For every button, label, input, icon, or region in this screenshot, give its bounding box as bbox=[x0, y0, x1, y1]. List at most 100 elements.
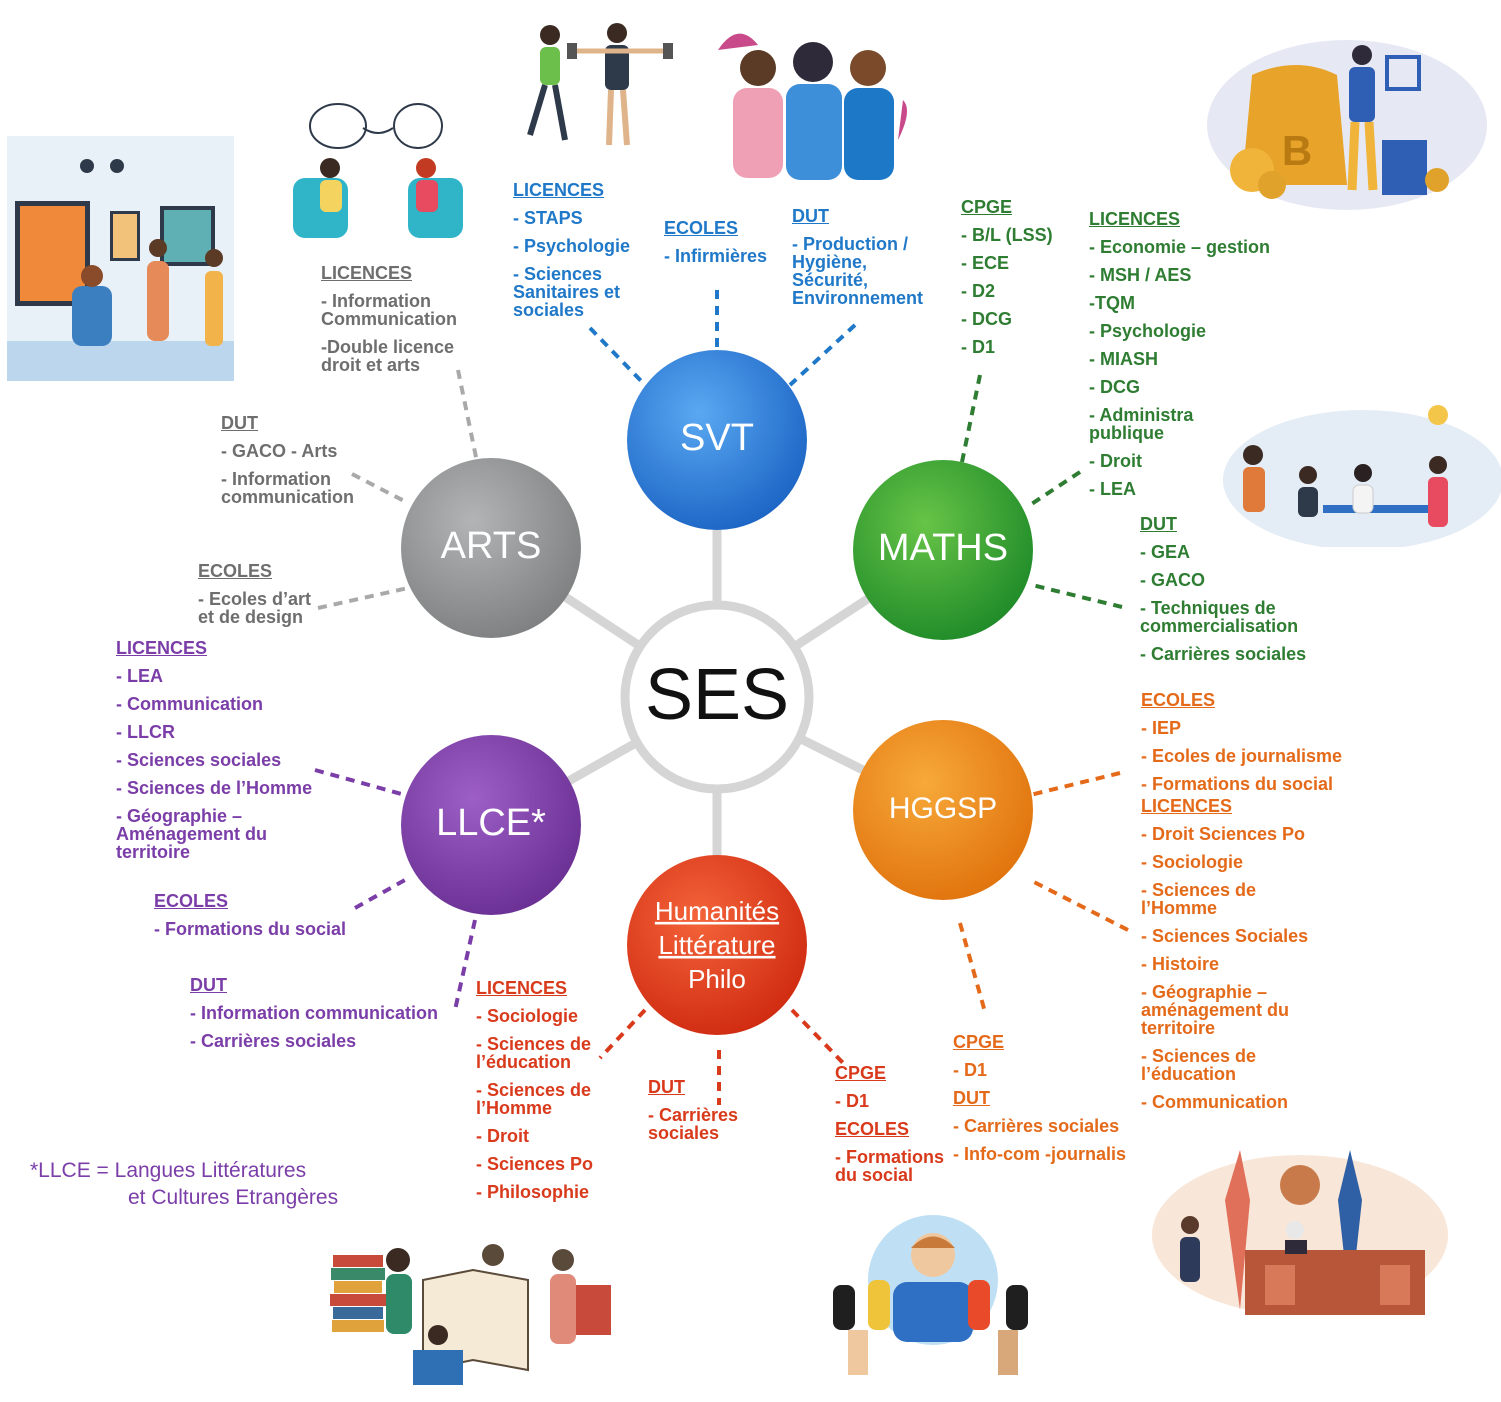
humanites-cpge-title[interactable]: CPGE bbox=[835, 1063, 887, 1083]
maths-licences-item: - Droit bbox=[1089, 451, 1142, 471]
llce-dut-title[interactable]: DUT bbox=[190, 975, 227, 995]
svt-ecoles-title[interactable]: ECOLES bbox=[664, 218, 739, 238]
llce-ecoles-title[interactable]: ECOLES bbox=[154, 891, 229, 911]
llce-ecoles-block: ECOLES - Formations du social bbox=[154, 892, 364, 948]
svt-licences-item: - STAPS bbox=[513, 208, 583, 228]
arts-licences-item: -Double licence droit et arts bbox=[321, 337, 455, 375]
arts-licences-title[interactable]: LICENCES bbox=[321, 263, 413, 283]
hggsp-ecoles-item: - Formations du social bbox=[1141, 774, 1334, 794]
hggsp-ecoles-title[interactable]: ECOLES bbox=[1141, 690, 1216, 710]
humanites-node[interactable] bbox=[627, 855, 807, 1035]
llce-node[interactable] bbox=[401, 735, 581, 915]
hggsp-licences-title[interactable]: LICENCES bbox=[1141, 796, 1233, 816]
humanites-cpge-item: - D1 bbox=[835, 1091, 870, 1111]
hggsp-dut-title[interactable]: DUT bbox=[953, 1088, 990, 1108]
arts-dut-block: DUT - GACO - Arts - Information communic… bbox=[221, 414, 366, 516]
maths-cpge-item: - B/L (LSS) bbox=[961, 225, 1053, 245]
humanites-licences-title[interactable]: LICENCES bbox=[476, 978, 568, 998]
maths-licences-block: LICENCES - Economie – gestion - MSH / AE… bbox=[1089, 210, 1289, 508]
maths-dut-item: - Carrières sociales bbox=[1140, 644, 1307, 664]
finance-illustration: B bbox=[1207, 40, 1487, 210]
maths-licences-item: - LEA bbox=[1089, 479, 1136, 499]
hggsp-ecoles-item: - Ecoles de journalisme bbox=[1141, 746, 1343, 766]
hggsp-node[interactable] bbox=[853, 720, 1033, 900]
arts-dut-item: - GACO - Arts bbox=[221, 441, 338, 461]
llce-licences-item: - Communication bbox=[116, 694, 263, 714]
humanites-label-line2: Littérature bbox=[658, 930, 775, 960]
svt-licences-item: - Psychologie bbox=[513, 236, 631, 256]
maths-cpge-item: - DCG bbox=[961, 309, 1012, 329]
sport-illustration bbox=[527, 23, 673, 146]
humanites-licences-item: - Sciences Po bbox=[476, 1154, 594, 1174]
maths-licences-item: - Economie – gestion bbox=[1089, 237, 1271, 257]
footnote-line1: *LLCE = Langues Littératures bbox=[30, 1159, 307, 1182]
maths-cpge-item: - ECE bbox=[961, 253, 1010, 273]
svt-label: SVT bbox=[680, 417, 754, 459]
hggsp-licences-item: - Histoire bbox=[1141, 954, 1220, 974]
maths-cpge-title[interactable]: CPGE bbox=[961, 197, 1013, 217]
maths-licences-item: - Psychologie bbox=[1089, 321, 1207, 341]
maths-licences-item: - MIASH bbox=[1089, 349, 1158, 369]
humanites-dut-title[interactable]: DUT bbox=[648, 1077, 685, 1097]
svg-text:B: B bbox=[1282, 127, 1312, 174]
humanites-licences-block: LICENCES - Sociologie - Sciences de l’éd… bbox=[476, 979, 606, 1211]
maths-dut-block: DUT - GEA - GACO - Techniques de commerc… bbox=[1140, 515, 1320, 673]
maths-dut-item: - GEA bbox=[1140, 542, 1191, 562]
footnote-line2: et Cultures Etrangères bbox=[128, 1186, 339, 1209]
humanites-dut-block: DUT - Carrières sociales bbox=[648, 1078, 748, 1152]
hggsp-label: HGGSP bbox=[889, 792, 997, 825]
llce-footnote: *LLCE = Langues Littératures et Cultures… bbox=[30, 1157, 338, 1211]
hggsp-connectors bbox=[958, 771, 1129, 1013]
svt-dut-item: - Production / Hygiène, Sécurité, Enviro… bbox=[792, 234, 924, 308]
arts-ecoles-title[interactable]: ECOLES bbox=[198, 561, 273, 581]
svt-node[interactable] bbox=[627, 350, 807, 530]
svt-dut-title[interactable]: DUT bbox=[792, 206, 829, 226]
humanites-ecoles-title[interactable]: ECOLES bbox=[835, 1119, 910, 1139]
hggsp-dut-item: - Info-com -journalis bbox=[953, 1144, 1126, 1164]
maths-licences-title[interactable]: LICENCES bbox=[1089, 209, 1181, 229]
maths-licences-item: - Administra publique bbox=[1089, 405, 1194, 443]
maths-licences-item: - DCG bbox=[1089, 377, 1140, 397]
maths-licences-item: - MSH / AES bbox=[1089, 265, 1192, 285]
llce-licences-item: - Géographie – Aménagement du territoire bbox=[116, 806, 268, 862]
arts-ecoles-block: ECOLES - Ecoles d’art et de design bbox=[198, 562, 323, 636]
humanites-licences-item: - Philosophie bbox=[476, 1182, 590, 1202]
humanites-label-line3: Philo bbox=[688, 964, 746, 994]
teamwork-illustration bbox=[1223, 405, 1501, 547]
maths-dut-item: - GACO bbox=[1140, 570, 1205, 590]
llce-licences-item: - LLCR bbox=[116, 722, 175, 742]
arts-node[interactable] bbox=[401, 458, 581, 638]
hggsp-licences-item: - Sciences de l’éducation bbox=[1141, 1046, 1257, 1084]
hggsp-cpge-title[interactable]: CPGE bbox=[953, 1032, 1005, 1052]
svt-connectors bbox=[588, 290, 857, 387]
humanites-licences-item: - Sciences de l’Homme bbox=[476, 1080, 592, 1118]
maths-dut-title[interactable]: DUT bbox=[1140, 514, 1177, 534]
maths-cpge-item: - D2 bbox=[961, 281, 996, 301]
maths-cpge-block: CPGE - B/L (LSS) - ECE - D2 - DCG - D1 bbox=[961, 198, 1071, 366]
arts-dut-item: - Information communication bbox=[221, 469, 355, 507]
arts-dut-title[interactable]: DUT bbox=[221, 413, 258, 433]
maths-licences-item: -TQM bbox=[1089, 293, 1135, 313]
svt-dut-block: DUT - Production / Hygiène, Sécurité, En… bbox=[792, 207, 924, 317]
llce-licences-item: - LEA bbox=[116, 666, 163, 686]
hggsp-dut-item: - Carrières sociales bbox=[953, 1116, 1120, 1136]
llce-licences-title[interactable]: LICENCES bbox=[116, 638, 208, 658]
llce-dut-item: - Information communication bbox=[190, 1003, 439, 1023]
humanites-licences-item: - Droit bbox=[476, 1126, 529, 1146]
humanites-licences-item: - Sociologie bbox=[476, 1006, 579, 1026]
arts-connectors bbox=[317, 369, 479, 610]
humanites-dut-item: - Carrières sociales bbox=[648, 1105, 739, 1143]
llce-label: LLCE* bbox=[436, 802, 546, 844]
courtroom-illustration bbox=[1152, 1150, 1448, 1315]
llce-licences-block: LICENCES - LEA - Communication - LLCR - … bbox=[116, 639, 316, 871]
art-gallery-illustration bbox=[7, 136, 234, 381]
journalist-illustration bbox=[833, 1215, 1028, 1375]
hggsp-ecoles-block: ECOLES - IEP - Ecoles de journalisme - F… bbox=[1141, 691, 1381, 1121]
svt-licences-block: LICENCES - STAPS - Psychologie - Science… bbox=[513, 181, 653, 329]
svt-licences-item: - Sciences Sanitaires et sociales bbox=[513, 264, 621, 320]
svt-licences-title[interactable]: LICENCES bbox=[513, 180, 605, 200]
ses-center-node[interactable] bbox=[620, 600, 814, 794]
arts-licences-block: LICENCES - Information Communication -Do… bbox=[321, 264, 471, 384]
maths-node[interactable] bbox=[853, 460, 1033, 640]
